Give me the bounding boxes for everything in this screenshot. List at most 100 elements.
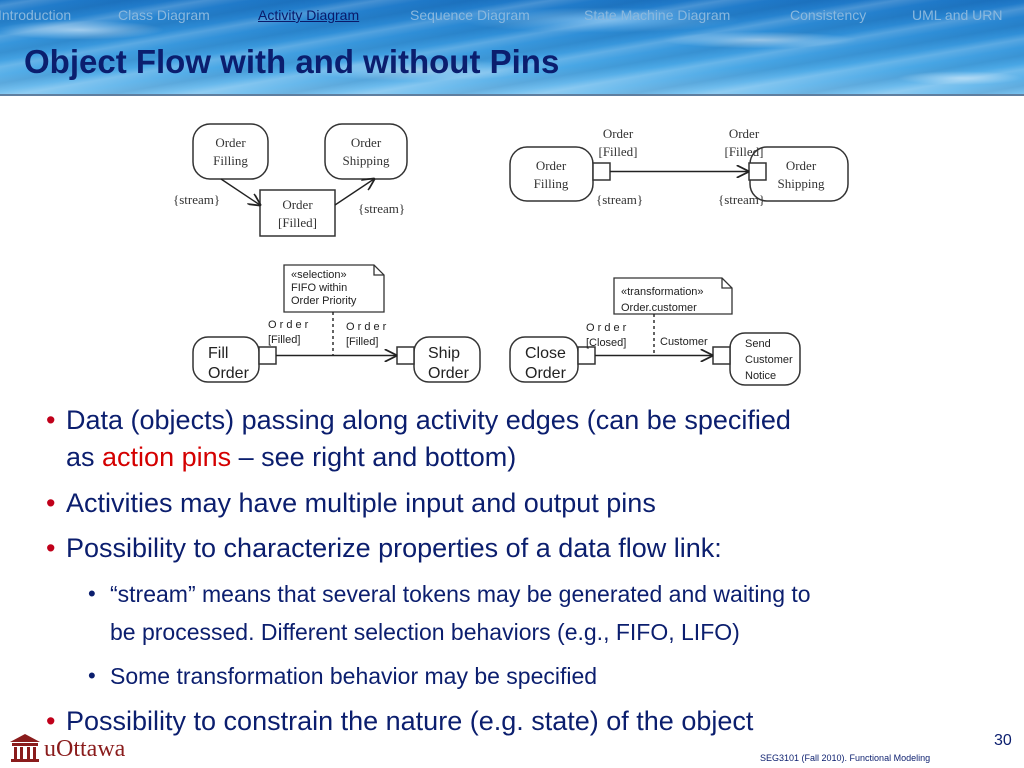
note-transformation — [613, 277, 733, 315]
bullet-marker: • — [46, 706, 56, 736]
nav-item-state-machine-diagram[interactable]: State Machine Diagram — [584, 7, 731, 23]
text-line: [Filled] — [278, 215, 317, 230]
bullet-constrain-object: Possibility to constrain the nature (e.g… — [66, 706, 754, 736]
note-selection — [283, 264, 385, 313]
note-fold — [373, 265, 384, 276]
text-line: [Filled] — [599, 144, 638, 159]
text-line: [Filled] — [346, 336, 378, 348]
nav-item-class-diagram[interactable]: Class Diagram — [118, 7, 210, 23]
text-line: Notice — [745, 370, 776, 382]
text-line: «transformation» — [621, 286, 704, 298]
text-line: Order.customer — [621, 302, 697, 314]
nav-item-sequence-diagram[interactable]: Sequence Diagram — [410, 7, 530, 23]
university-logo-text: uOttawa — [44, 736, 126, 762]
text-line: [Filled] — [725, 144, 764, 159]
bullet-text: Data (objects) passing along activity ed… — [66, 405, 791, 435]
stream-label-left: {stream} — [596, 192, 643, 207]
bullet-data-passing: Data (objects) passing along activity ed… — [66, 402, 1006, 476]
nav-item-uml-and-urn[interactable]: UML and URN — [912, 7, 1003, 23]
pin-label-left: Order [Filled] — [599, 126, 638, 159]
text-line: Customer — [745, 354, 793, 366]
header-divider — [0, 94, 1024, 96]
text-line: Shipping — [778, 176, 825, 191]
text-line: O r d e r — [346, 321, 387, 333]
pin-label-right: Order [Filled] — [725, 126, 764, 159]
stream-label-right: {stream} — [358, 201, 405, 216]
text-line: Filling — [213, 153, 248, 168]
page-number: 30 — [994, 732, 1012, 749]
text-line: Order — [729, 126, 760, 141]
text-line: Fill — [208, 345, 228, 362]
text-line: Order — [282, 197, 313, 212]
text-line: O r d e r — [268, 319, 309, 331]
note-fold — [721, 278, 732, 289]
bullet-data-flow-properties: Possibility to characterize properties o… — [66, 533, 722, 563]
pin-label-right: O r d e r [Filled] — [346, 321, 387, 348]
pin-label-left: O r d e r[Closed] — [586, 322, 627, 349]
text-line: Order — [603, 126, 634, 141]
object-node-order-filled — [259, 189, 336, 237]
text-line: Order — [428, 365, 470, 382]
uottawa-crest-icon — [10, 734, 40, 762]
pin-label-right: Customer — [660, 336, 708, 348]
text-line: Ship — [428, 345, 460, 362]
text-line: Order — [786, 158, 817, 173]
nav-item-consistency[interactable]: Consistency — [790, 7, 867, 23]
text-line: Order — [208, 365, 250, 382]
text-line: Order — [536, 158, 567, 173]
object-node-label: Order [Filled] — [278, 197, 317, 230]
text-line: Filling — [534, 176, 569, 191]
pin-label-left: O r d e r [Filled] — [268, 319, 309, 346]
bullet-marker: • — [46, 488, 56, 518]
text-line: O r d e r — [586, 322, 627, 334]
highlight-action-pins: action pins — [102, 442, 232, 472]
slide-title: Object Flow with and without Pins — [24, 43, 560, 80]
activity-order-filling — [192, 123, 269, 180]
text-line: [Filled] — [268, 334, 300, 346]
bullet-multiple-pins: Activities may have multiple input and o… — [66, 488, 656, 518]
stream-label-left: {stream} — [173, 192, 220, 207]
stream-label-right: {stream} — [718, 192, 765, 207]
text-line: FIFO within — [291, 282, 347, 294]
text-line: Order — [215, 135, 246, 150]
section-nav: Introduction Class Diagram Activity Diag… — [0, 7, 1024, 27]
sub-bullet-marker: • — [88, 663, 96, 688]
flow-edge — [334, 179, 374, 206]
sub-bullet-marker: • — [88, 581, 96, 606]
text-line: Order — [525, 365, 567, 382]
footer-course-label: SEG3101 (Fall 2010). Functional Modeling — [760, 753, 931, 763]
nav-item-introduction[interactable]: Introduction — [0, 7, 72, 23]
sub-bullet-transformation: Some transformation behavior may be spec… — [110, 663, 598, 689]
text-line: Shipping — [343, 153, 390, 168]
text-line: «selection» — [291, 269, 347, 281]
header-banner — [0, 0, 1024, 96]
bullet-text: “stream” means that several tokens may b… — [110, 581, 811, 607]
bullet-text: – see right and bottom) — [231, 442, 517, 472]
bullet-marker: • — [46, 533, 56, 563]
text-line: Close — [525, 345, 566, 362]
sub-bullet-stream: “stream” means that several tokens may b… — [110, 575, 1000, 651]
nav-item-activity-diagram[interactable]: Activity Diagram — [258, 7, 360, 23]
bullet-text: be processed. Different selection behavi… — [110, 619, 740, 645]
flow-edge — [220, 178, 260, 205]
bullet-text: as — [66, 442, 103, 472]
text-line: Order — [351, 135, 382, 150]
text-line: Order Priority — [291, 295, 357, 307]
text-line: Send — [745, 338, 771, 350]
note-transformation-text: «transformation» Order.customer — [621, 286, 704, 314]
